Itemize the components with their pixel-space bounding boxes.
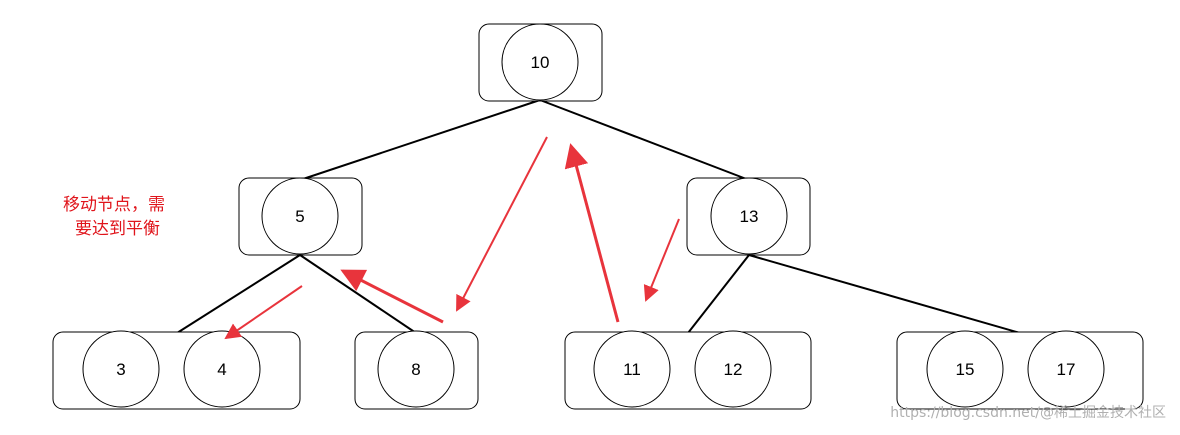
arrow-to-leaf-a — [224, 285, 303, 340]
edge-left-leaf-b — [299, 254, 417, 334]
key-label: 12 — [724, 360, 743, 379]
key-circle — [377, 330, 455, 408]
key-label: 10 — [531, 53, 550, 72]
key-label: 15 — [956, 360, 975, 379]
key-label: 13 — [740, 207, 759, 226]
arrow-to-left-node — [340, 269, 444, 324]
key-label: 8 — [411, 360, 420, 379]
edge-root-right — [539, 99, 750, 181]
key-circle — [710, 177, 788, 255]
edge-root-left — [299, 99, 541, 181]
edge-left-leaf-a — [176, 254, 301, 334]
key-circle — [183, 330, 261, 408]
key-circle — [593, 330, 671, 408]
tree-leaf-b: 8 — [354, 330, 479, 410]
annotation-line-2: 要达到平衡 — [75, 219, 160, 239]
tree-edges — [176, 99, 1021, 334]
key-circle — [261, 177, 339, 255]
key-label: 3 — [116, 360, 125, 379]
annotation-note: 移动节点，需 要达到平衡 — [63, 195, 165, 239]
arrow-to-leaf-c — [643, 218, 680, 302]
key-label: 4 — [217, 360, 226, 379]
key-circle — [926, 330, 1004, 408]
arrow-to-root — [564, 143, 620, 323]
key-circle — [82, 330, 160, 408]
tree-leaf-c: 11 12 — [564, 330, 812, 410]
arrow-to-leaf-b — [456, 136, 548, 312]
tree-node-right: 13 — [686, 177, 811, 256]
tree-leaf-d: 15 17 — [896, 330, 1144, 410]
edge-right-leaf-c — [687, 254, 750, 334]
edge-right-leaf-d — [748, 254, 1021, 334]
tree-leaf-a: 3 4 — [52, 330, 301, 410]
key-label: 5 — [295, 207, 304, 226]
watermark-text: https://blog.csdn.net/@稀土掘金技术社区 — [890, 405, 1166, 421]
key-label: 11 — [623, 360, 641, 379]
key-circle — [694, 330, 772, 408]
key-circle — [1027, 330, 1105, 408]
key-label: 17 — [1057, 360, 1076, 379]
annotation-line-1: 移动节点，需 — [63, 195, 165, 215]
movement-arrows — [224, 136, 680, 340]
tree-node-left: 5 — [238, 177, 363, 256]
key-circle — [501, 23, 579, 101]
tree-node-root: 10 — [478, 23, 603, 102]
